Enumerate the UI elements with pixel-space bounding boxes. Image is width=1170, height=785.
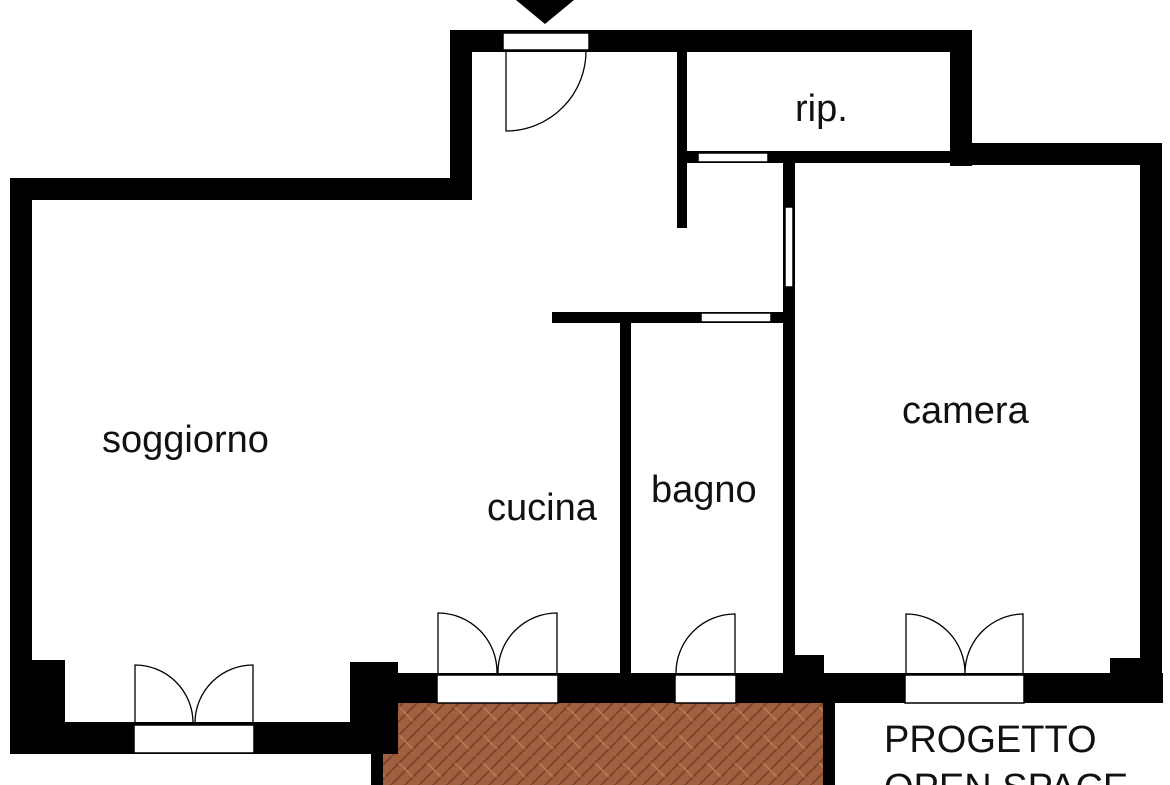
windows	[133, 32, 1025, 754]
terrace-right-edge	[823, 703, 835, 785]
room-label-cucina: cucina	[487, 487, 598, 529]
entrance-door-swing	[505, 49, 587, 132]
soggiorno-door-swing	[134, 664, 254, 723]
room-label-soggiorno: soggiorno	[102, 419, 269, 461]
terrace-paving	[383, 703, 823, 785]
room-label-ripostiglio: rip.	[795, 88, 848, 130]
interior-walls	[552, 50, 970, 678]
stamp-line-2: OPEN SPACE	[884, 767, 1128, 785]
entrance-arrow-icon	[516, 0, 574, 24]
door-swings	[134, 49, 1024, 723]
camera-door-swing	[905, 613, 1024, 674]
room-label-bagno: bagno	[651, 469, 757, 511]
stamp-line-1: PROGETTO	[884, 719, 1097, 761]
room-label-camera: camera	[902, 390, 1030, 432]
cucina-door-swing	[437, 612, 558, 674]
bagno-door-swing	[675, 613, 736, 674]
